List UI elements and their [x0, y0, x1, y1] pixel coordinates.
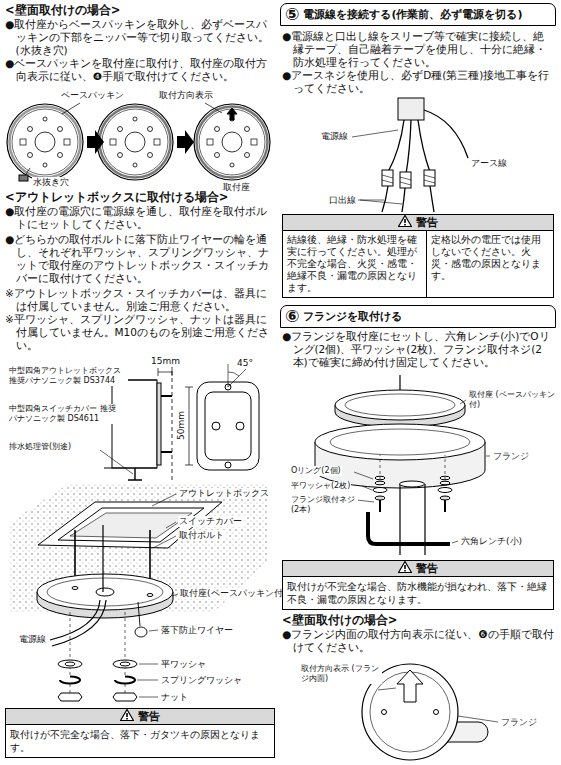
part-label: Oリング(2個)	[290, 466, 342, 476]
step-heading: ⑥ フランジを取付ける	[280, 305, 556, 328]
instruction-text: ●電源線と口出し線をスリーブ等で確実に接続し、絶縁テープ、自己融着テープを使用し…	[282, 30, 554, 69]
warning-box: 警告取付けが不完全な場合、落下・ガタツキの原因となります。	[5, 708, 275, 758]
part-label: スプリングワッシャ	[160, 675, 243, 686]
warning-header: 警告	[283, 215, 553, 231]
warning-title: 警告	[416, 216, 438, 229]
section-heading: <壁面取付けの場合>	[282, 613, 397, 627]
dimension-label: 50mm	[176, 410, 187, 441]
warning-row: 結線後、絶縁・防水処理を確実に行ってください。処理が不完全な場合、火災・感電・絶…	[283, 231, 553, 297]
part-label: 電源線	[18, 634, 47, 645]
note-text: ※平ワッシャ、スプリングワッシャ、ナットは器具に付属していません。M10のものを…	[5, 313, 275, 352]
warning-icon	[398, 215, 412, 227]
step-title: フランジを取付ける	[303, 310, 402, 324]
part-label: 取付方向表示	[158, 90, 214, 101]
warning-text: 取付けが不完全な場合、落下・ガタツキの原因となります。	[6, 725, 274, 757]
instruction-text: ●フランジを取付座にセットし、六角レンチ(小)でOリング(2個)、平ワッシャ(2…	[282, 330, 554, 369]
step-number: ⑤	[285, 5, 299, 24]
warning-text: 結線後、絶縁・防水処理を確実に行ってください。処理が不完全な場合、火災・感電・絶…	[283, 231, 426, 297]
warning-icon	[399, 216, 412, 227]
warning-text: 取付けが不完全な場合、防水機能が損なわれ、落下・絶縁不良・漏電の原因となります。	[283, 577, 553, 609]
warning-table: 警告結線後、絶縁・防水処理を確実に行ってください。処理が不完全な場合、火災・感電…	[282, 214, 554, 298]
instruction-text: ●アースネジを使用し、必ずD種(第三種)接地工事を行ってください。	[282, 69, 554, 95]
instruction-text: ●ベースパッキンを取付座に取付け、取付座の取付方向表示に従い、❹手順で取付けてく…	[5, 57, 275, 83]
part-label: 電源線	[320, 131, 349, 142]
warning-title: 警告	[138, 710, 160, 723]
part-label: 口出線	[328, 195, 357, 206]
warning-icon	[120, 709, 134, 721]
warning-icon	[404, 570, 406, 572]
instruction-text: ●どちらかの取付ボルトに落下防止ワイヤーの輪を通し、それぞれ平ワッシャ、スプリン…	[5, 233, 275, 285]
part-label: ベースパッキン	[60, 90, 125, 101]
part-label: 平ワッシャ(2枚)	[290, 481, 351, 491]
step-title: 電源線を接続する(作業前、必ず電源を切る)	[303, 8, 522, 22]
warning-icon	[126, 713, 128, 717]
part-label: ナット	[160, 692, 189, 703]
part-label: 取付座 (ベースパッキン付)	[468, 390, 558, 410]
step-number: ⑥	[285, 307, 299, 326]
warning-icon	[121, 710, 134, 721]
warning-header: 警告	[6, 709, 274, 725]
section-heading: <壁面取付けの場合>	[5, 3, 120, 17]
warning-icon	[404, 565, 406, 569]
part-label: 取付ボルト	[178, 530, 225, 541]
note-text: ※アウトレットボックス・スイッチカバーは、器具には付属していません。別途ご用意く…	[5, 287, 275, 313]
instruction-text: ●フランジ内面の取付方向表示に従い、❻の手順で取付けてください。	[282, 628, 554, 654]
warning-icon	[399, 562, 412, 573]
warning-icon	[398, 561, 412, 573]
part-label: アース線	[470, 158, 508, 169]
section-heading: <アウトレットボックスに取付ける場合>	[5, 190, 228, 204]
warning-box: 警告取付けが不完全な場合、防水機能が損なわれ、落下・絶縁不良・漏電の原因となりま…	[282, 560, 554, 610]
part-label: 取付方向表示 (フランジ内面)	[300, 664, 382, 684]
warning-icon	[126, 718, 128, 720]
part-label: 中型四角スイッチカバー 推奨パナソニック製 DS4611	[8, 404, 122, 424]
part-label: 取付座(ベースパッキン付)	[179, 588, 287, 599]
warning-icon	[404, 224, 406, 226]
part-label: 六角レンチ(小)	[460, 536, 523, 547]
part-label: 水抜き穴	[32, 177, 70, 188]
instruction-text: ●取付座からベースパッキンを取外し、必ずベースパッキンの下部をニッパー等で切り取…	[5, 18, 275, 57]
part-label: 排水処理管(別途)	[8, 442, 72, 452]
dimension-label: 45°	[236, 358, 254, 369]
part-label: 落下防止ワイヤー	[160, 625, 234, 636]
step-heading: ⑤ 電源線を接続する(作業前、必ず電源を切る)	[280, 3, 556, 26]
part-label: フランジ	[500, 717, 538, 728]
warning-title: 警告	[416, 562, 438, 575]
instruction-text: ●取付座の電源穴に電源線を通し、取付座を取付ボルトにセットしてください。	[5, 205, 275, 231]
warning-header: 警告	[283, 561, 553, 577]
part-label: アウトレットボックス	[178, 488, 270, 499]
part-label: フランジ	[492, 451, 530, 462]
warning-text: 定格以外の電圧では使用しないでください。火災・感電の原因となります。	[426, 231, 553, 297]
part-label: フランジ取付ネジ (2本)	[290, 495, 358, 515]
part-label: スイッチカバー	[178, 516, 243, 527]
part-label: 中型四角アウトレットボックス 推奨パナソニック製 DS3744	[8, 366, 128, 386]
dimension-label: 15mm	[150, 356, 181, 367]
part-label: 平ワッシャ	[160, 659, 207, 670]
warning-icon	[404, 219, 406, 223]
